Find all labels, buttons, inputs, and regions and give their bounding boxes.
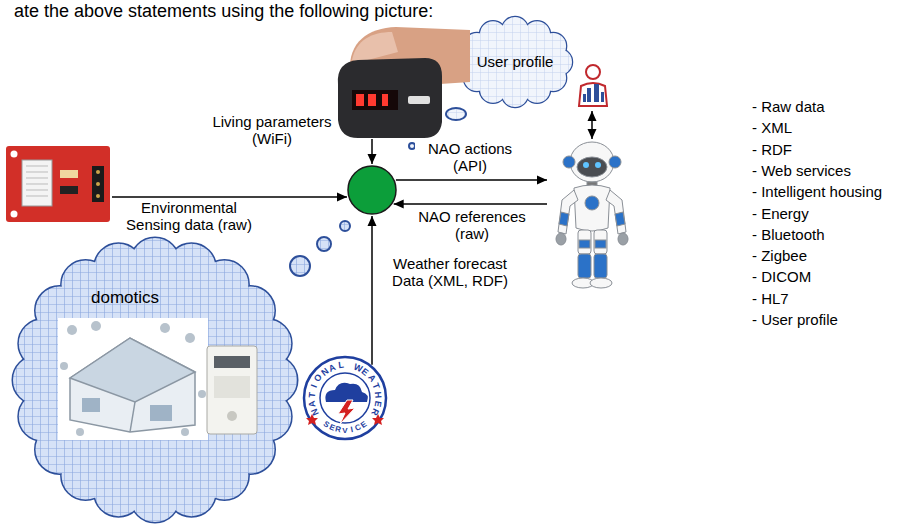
node-text-holder: domotics xyxy=(65,288,185,308)
oximeter-photo xyxy=(338,27,470,138)
list-item: - XML xyxy=(752,119,792,137)
cloud-fill xyxy=(458,17,572,107)
node-text-holder: User profile xyxy=(472,32,558,92)
logo-letter: H xyxy=(371,388,384,401)
arrow-head xyxy=(588,129,597,139)
user-icon-box xyxy=(574,60,612,110)
oximeter-box xyxy=(338,24,470,138)
arrow-head xyxy=(337,193,347,202)
arrow-head xyxy=(394,200,404,209)
list-item: - Bluetooth xyxy=(752,226,825,244)
cloud-fill xyxy=(13,238,297,522)
sensor-box xyxy=(5,145,111,223)
connector xyxy=(368,216,377,365)
cloud-outline xyxy=(458,17,572,107)
cloud-outline xyxy=(13,238,297,522)
hub-circle xyxy=(347,165,397,215)
arrow-head xyxy=(368,154,377,164)
user-icon xyxy=(579,65,607,106)
connector-line xyxy=(396,179,547,181)
meter-picture xyxy=(207,346,257,434)
arrow-head xyxy=(537,176,547,185)
list-item: - DICOM xyxy=(752,268,811,286)
domotics-cloud: domotics xyxy=(13,238,297,522)
list-item: - User profile xyxy=(752,311,838,329)
edge-label: Weather forecast Data (XML, RDF) xyxy=(380,255,520,290)
connector-line xyxy=(112,196,347,198)
sensor-board xyxy=(6,146,110,222)
connector-line xyxy=(371,216,373,365)
list-item: - Zigbee xyxy=(752,247,807,265)
connector xyxy=(368,139,377,164)
edge-label: NAO actions (API) xyxy=(415,140,525,175)
connector-line xyxy=(394,203,547,205)
hub-disc xyxy=(347,165,397,215)
weather-logo xyxy=(304,357,386,439)
list-item: - Raw data xyxy=(752,98,825,116)
connector xyxy=(588,111,597,139)
logo-letter: L xyxy=(334,359,347,372)
node-label: User profile xyxy=(477,53,554,71)
connector xyxy=(396,176,547,185)
edge-label: Environmental Sensing data (raw) xyxy=(114,199,264,234)
edge-label: Living parameters (WiFi) xyxy=(208,113,336,148)
node-label: domotics xyxy=(65,288,185,308)
weather-logo-box: NATIONAL WEATHER SERVICE xyxy=(303,356,387,440)
arrow-head xyxy=(368,216,377,226)
nao-robot xyxy=(556,142,628,288)
heading-text: ate the above statements using the follo… xyxy=(14,1,433,23)
list-item: - Web services xyxy=(752,162,851,180)
edge-label: NAO references (raw) xyxy=(408,208,536,243)
arrow-head xyxy=(588,111,597,121)
list-item: - Intelligent housing xyxy=(752,183,882,201)
house-picture xyxy=(58,318,208,440)
robot-box xyxy=(548,140,640,290)
logo-letter: A xyxy=(306,397,320,411)
list-item: - Energy xyxy=(752,205,809,223)
list-item: - RDF xyxy=(752,141,792,159)
logo-letter: V xyxy=(339,425,351,437)
logo-letter: T xyxy=(306,388,319,401)
list-item: - HL7 xyxy=(752,290,789,308)
logo-text: NATIONAL WEATHER SERVICE xyxy=(303,356,387,440)
hub-fill xyxy=(348,166,396,214)
profile-cloud: User profile xyxy=(472,32,558,92)
